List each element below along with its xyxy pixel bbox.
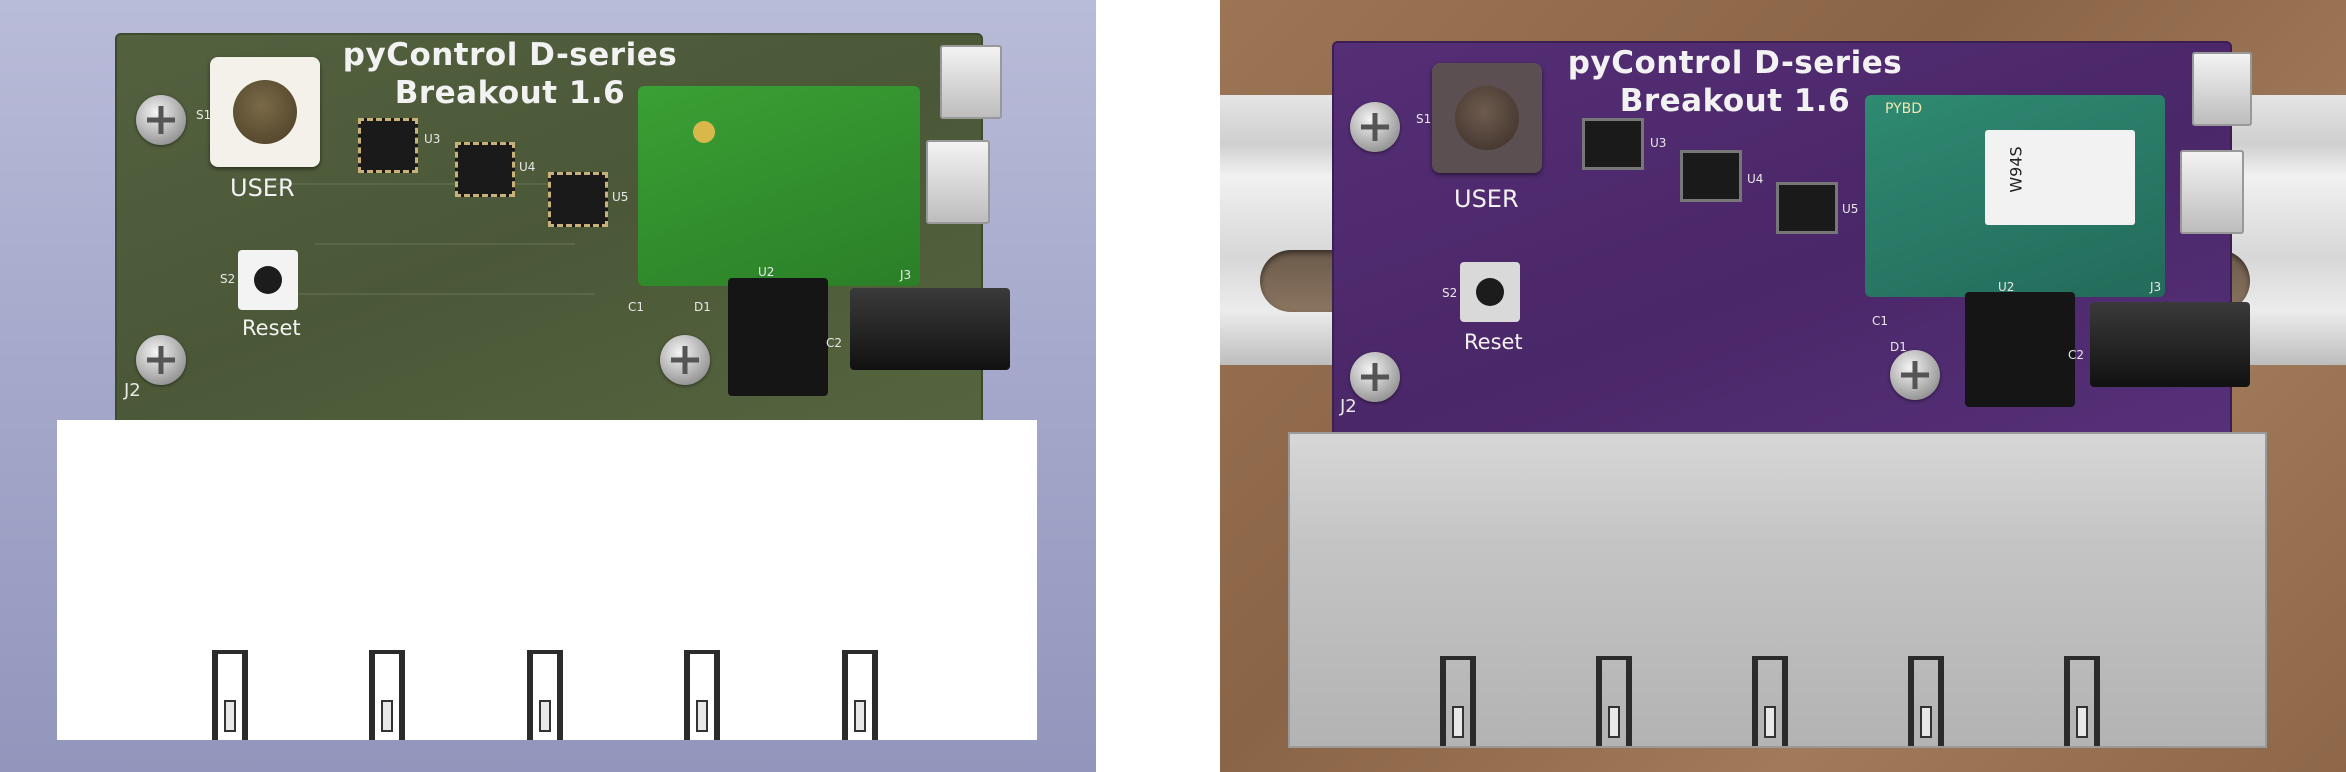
reset-button[interactable] (1460, 262, 1520, 322)
rj45-port (1596, 656, 1632, 746)
module-label: PYBD (1885, 101, 1923, 117)
chip-u4 (1680, 150, 1742, 202)
ref-d1: D1 (1890, 340, 1907, 354)
rj45-cage (57, 420, 1037, 740)
render-panel: pyControl D-series Breakout 1.6 S1 USER … (0, 0, 1096, 772)
ref-s1: S1 (1416, 112, 1432, 126)
pyboard-module (638, 86, 920, 286)
ref-c2: C2 (2068, 348, 2085, 362)
rj45-cage (1288, 432, 2267, 748)
usb-connector (940, 45, 1002, 119)
reset-button[interactable] (238, 250, 298, 310)
user-button[interactable] (210, 57, 320, 167)
rj45-port (2064, 656, 2100, 746)
ref-u4: U4 (519, 160, 536, 174)
ref-d1: D1 (694, 300, 711, 314)
user-label: USER (1454, 185, 1519, 213)
mounting-screw (660, 335, 710, 385)
ref-u3: U3 (1650, 136, 1667, 150)
power-regulator (728, 278, 828, 396)
ref-c1: C1 (628, 300, 645, 314)
usb-connector (2192, 52, 2252, 126)
ref-u5: U5 (1842, 202, 1859, 216)
dc-power-jack (850, 288, 1010, 370)
ref-c2: C2 (826, 336, 843, 350)
rj45-port (212, 650, 248, 740)
chip-u5 (548, 172, 608, 227)
chip-u5 (1776, 182, 1838, 234)
mounting-screw (1350, 352, 1400, 402)
ref-j2: J2 (124, 380, 141, 401)
rj45-port (684, 650, 720, 740)
chip-u4 (455, 142, 515, 197)
ref-u3: U3 (424, 132, 441, 146)
rj45-port (842, 650, 878, 740)
ref-u2: U2 (758, 265, 775, 279)
rj45-port (369, 650, 405, 740)
ref-c1: C1 (1872, 314, 1889, 328)
ref-s2: S2 (220, 272, 236, 286)
ref-s1: S1 (196, 108, 212, 122)
module-chip-text: W94S (2006, 146, 2026, 193)
pybd-module: PYBD W94S (1865, 95, 2165, 297)
power-regulator (1965, 292, 2075, 407)
ref-u2: U2 (1998, 280, 2015, 294)
rj45-port (1908, 656, 1944, 746)
rj45-port (1752, 656, 1788, 746)
user-button[interactable] (1432, 63, 1542, 173)
micro-usb-connector (2180, 150, 2244, 234)
photo-panel: pyControl D-series Breakout 1.6 S1 USER … (1220, 0, 2346, 772)
ref-u5: U5 (612, 190, 629, 204)
reset-label: Reset (1464, 330, 1523, 354)
mounting-screw (136, 335, 186, 385)
dc-power-jack (2090, 302, 2250, 387)
rj45-port (1440, 656, 1476, 746)
reset-label: Reset (242, 316, 301, 340)
mounting-screw (1890, 350, 1940, 400)
ref-s2: S2 (1442, 286, 1458, 300)
mounting-screw (1350, 102, 1400, 152)
user-label: USER (230, 174, 295, 202)
ref-j3: J3 (900, 268, 912, 282)
ref-u4: U4 (1747, 172, 1764, 186)
antenna-connector-icon (693, 121, 715, 143)
board-title: pyControl D-series Breakout 1.6 (1567, 45, 1903, 119)
board-title: pyControl D-series Breakout 1.6 (342, 37, 678, 111)
micro-usb-connector (926, 140, 990, 224)
chip-u3 (1582, 118, 1644, 170)
chip-u3 (358, 118, 418, 173)
ref-j3: J3 (2150, 280, 2162, 294)
module-shield: W94S (1985, 130, 2135, 225)
ref-j2: J2 (1340, 396, 1357, 417)
mounting-screw (136, 95, 186, 145)
rj45-port (527, 650, 563, 740)
